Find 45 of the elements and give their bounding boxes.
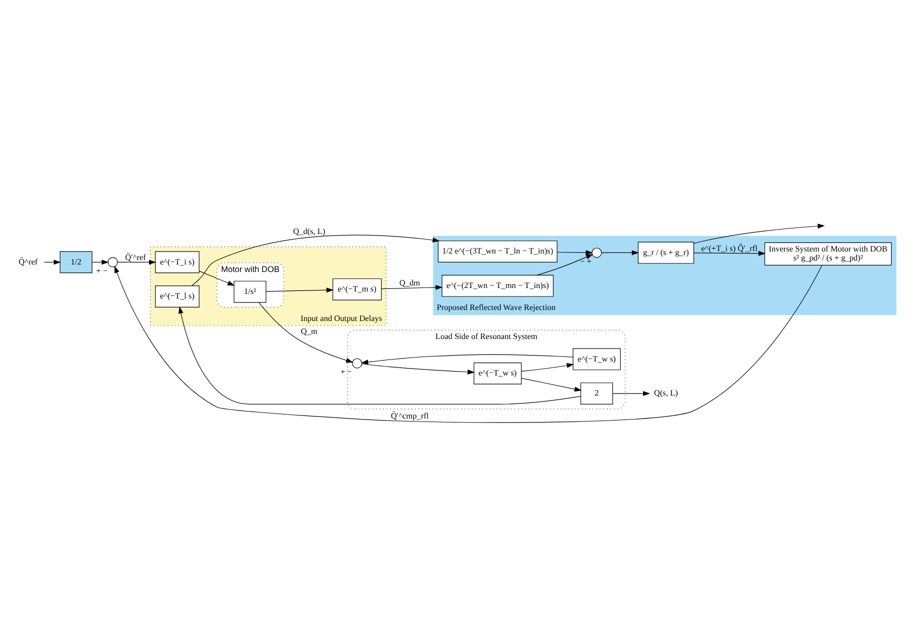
- arrow: [694, 224, 825, 244]
- node-circle: [592, 248, 602, 258]
- node-circle: [108, 257, 118, 268]
- node-text: Q̈^ref: [18, 257, 38, 266]
- arrow: [44, 260, 61, 265]
- node-label: − +: [580, 257, 592, 266]
- node-box: e^(−T_l s): [155, 286, 200, 308]
- arrow: [266, 288, 334, 293]
- arrow: [556, 250, 593, 256]
- arrow: [362, 364, 475, 374]
- arrow: [521, 363, 574, 372]
- node-text: Q(s, L): [654, 388, 678, 398]
- node-box: e^(−T_m s): [332, 278, 382, 300]
- arrow: [117, 260, 156, 265]
- node-box: e^(−T_i s): [155, 251, 200, 274]
- arrow: [114, 264, 822, 423]
- arrow: [536, 254, 594, 276]
- node-box: 2: [580, 382, 613, 404]
- node-box: g_r / (s + g_r): [638, 242, 694, 264]
- arrow: [192, 234, 440, 286]
- node-box: 1/2 e^(−(3T_wn − T_ln − T_in)s): [438, 240, 558, 262]
- node-label: + −: [96, 266, 108, 276]
- arrow: [178, 306, 581, 404]
- arrow: [258, 302, 354, 363]
- node-box: e^(−(2T_wn − T_mn − T_in)s): [442, 274, 554, 297]
- edge-label: Q_dm: [399, 278, 420, 288]
- edge-label: Q̈′^cmp_rfl: [390, 412, 429, 421]
- node-circle: [352, 358, 362, 368]
- arrow: [612, 391, 650, 396]
- arrow: [521, 378, 582, 392]
- arrow: [381, 284, 443, 290]
- node-box: Inverse System of Motor with DOB s² g_pd² / (s + g_pd)²: [764, 242, 892, 266]
- node-box: 1/s²: [234, 280, 266, 303]
- arrow: [601, 250, 639, 256]
- arrow: [199, 270, 235, 286]
- node-box: e^(−T_w s): [474, 362, 522, 384]
- arrow: [361, 354, 574, 365]
- node-box: 1/2: [60, 251, 92, 274]
- edge-label: e^(+T_i s) Q̂′_rfl: [701, 244, 758, 254]
- arrow: [694, 250, 766, 256]
- edge-label: Q_d(s, L): [293, 226, 326, 236]
- edge-label: Q̈′^ref: [125, 252, 146, 262]
- node-box: e^(−T_w s): [572, 348, 621, 370]
- edge-label: Q_m: [300, 326, 318, 336]
- arrow: [92, 260, 109, 265]
